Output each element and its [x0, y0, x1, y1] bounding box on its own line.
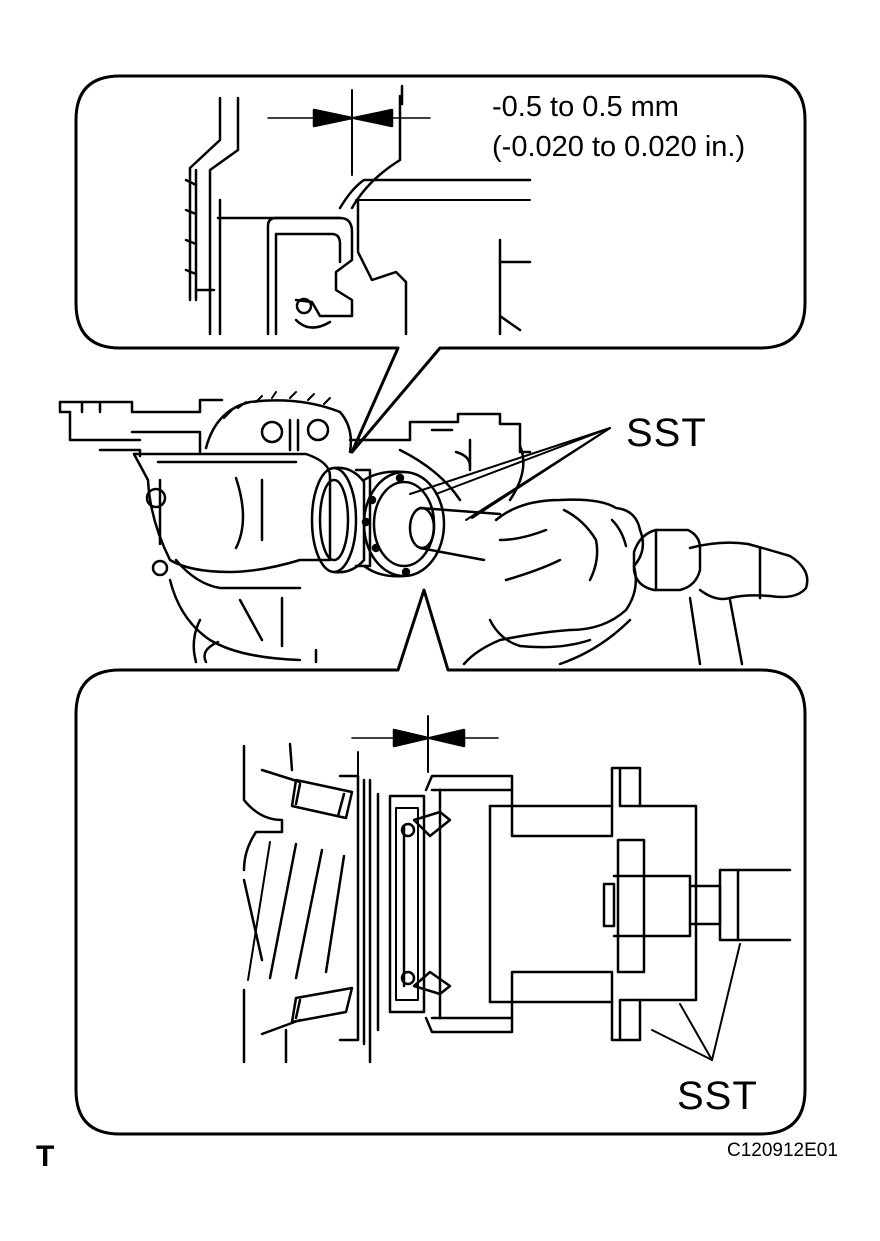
sst-label-top: SST [626, 411, 707, 455]
sst-leader-lines-top [409, 427, 611, 521]
top-seal-cross-section [184, 84, 532, 336]
figure-code: C120912E01 [727, 1140, 838, 1161]
sst-leader-lines-bottom [651, 943, 741, 1061]
spec-metric-label: -0.5 to 0.5 mm [492, 91, 679, 123]
corner-mark: T [36, 1140, 55, 1173]
top-detail-callout [74, 74, 807, 454]
sst-label-bottom: SST [677, 1074, 758, 1118]
differential-carrier [58, 391, 532, 664]
spec-imperial-label: (-0.020 to 0.020 in.) [492, 131, 746, 163]
bottom-seal-cross-section [242, 715, 792, 1064]
hand-with-hammer [462, 498, 809, 666]
seal-installer-tool [310, 466, 502, 578]
